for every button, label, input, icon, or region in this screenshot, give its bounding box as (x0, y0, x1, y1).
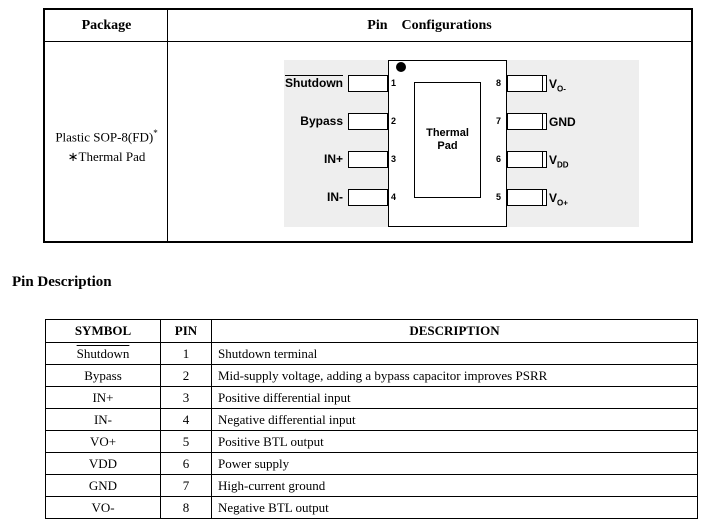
thermal-pad: Thermal Pad (414, 82, 481, 198)
pin-label-gnd: GND (549, 115, 576, 129)
row-description: Positive BTL output (211, 430, 698, 453)
pin-number-8: 8 (496, 78, 502, 88)
pin-number-4: 4 (391, 192, 397, 202)
pin1-marker (396, 62, 406, 72)
row-pin: 7 (160, 474, 212, 497)
row-symbol: VO+ (45, 430, 161, 453)
row-description: Negative differential input (211, 408, 698, 431)
row-description: Negative BTL output (211, 496, 698, 519)
package-mark: * (153, 128, 158, 138)
pin-config-header: Pin Configurations (367, 18, 492, 33)
lead-pin-5 (507, 189, 547, 206)
pin-label-bracket (542, 113, 546, 130)
row-pin: 8 (160, 496, 212, 519)
row-symbol: Shutdown (45, 342, 161, 365)
row-pin: 3 (160, 386, 212, 409)
pin-description-table: SYMBOL PIN DESCRIPTION Shutdown 1 Shutdo… (45, 319, 698, 519)
header-divider (45, 41, 691, 42)
lead-pin-2 (348, 113, 388, 130)
pin-label-bypass: Bypass (300, 114, 343, 128)
table-row: IN- 4 Negative differential input (45, 408, 698, 431)
row-description: Shutdown terminal (211, 342, 698, 365)
lead-pin-3 (348, 151, 388, 168)
row-description: Mid-supply voltage, adding a bypass capa… (211, 364, 698, 387)
lead-pin-1 (348, 75, 388, 92)
row-symbol: VDD (45, 452, 161, 475)
lead-pin-8 (507, 75, 547, 92)
table-row: Bypass 2 Mid-supply voltage, adding a by… (45, 364, 698, 387)
row-pin: 1 (160, 342, 212, 365)
table-header-row: SYMBOL PIN DESCRIPTION (45, 319, 698, 343)
row-pin: 5 (160, 430, 212, 453)
lead-pin-6 (507, 151, 547, 168)
row-symbol: IN- (45, 408, 161, 431)
pin-label-in-plus: IN+ (323, 152, 343, 166)
row-pin: 4 (160, 408, 212, 431)
row-description: Positive differential input (211, 386, 698, 409)
section-title: Pin Description (12, 274, 112, 290)
row-symbol: GND (45, 474, 161, 497)
header-description: DESCRIPTION (211, 319, 698, 343)
row-pin: 6 (160, 452, 212, 475)
row-symbol: VO- (45, 496, 161, 519)
header-symbol: SYMBOL (45, 319, 161, 343)
thermal-pad-label-1: Thermal (426, 127, 469, 139)
table-row: IN+ 3 Positive differential input (45, 386, 698, 409)
pin-label-shutdown: Shutdown (285, 76, 343, 90)
row-description: Power supply (211, 452, 698, 475)
table-row: VO- 8 Negative BTL output (45, 496, 698, 519)
package-header: Package (81, 18, 132, 33)
table-row: VDD 6 Power supply (45, 452, 698, 475)
pin-label-bracket (542, 75, 546, 92)
lead-pin-4 (348, 189, 388, 206)
table-row: Shutdown 1 Shutdown terminal (45, 342, 698, 365)
header-pin: PIN (160, 319, 212, 343)
pin-label-bracket (542, 151, 546, 168)
pin-label-vdd: VDD (549, 153, 569, 170)
row-description: High-current ground (211, 474, 698, 497)
pin-number-2: 2 (391, 116, 397, 126)
pin-number-1: 1 (391, 78, 397, 88)
pin-number-6: 6 (496, 154, 502, 164)
row-symbol: IN+ (45, 386, 161, 409)
package-name: Plastic SOP-8(FD) (55, 129, 154, 145)
pin-number-3: 3 (391, 154, 397, 164)
pin-label-vo-plus: VO+ (549, 191, 568, 208)
pin-number-7: 7 (496, 116, 502, 126)
lead-pin-7 (507, 113, 547, 130)
package-name-cell: Plastic SOP-8(FD)* ∗Thermal Pad (45, 123, 168, 167)
thermal-pad-label-2: Pad (437, 140, 458, 152)
table-row: GND 7 High-current ground (45, 474, 698, 497)
table-row: VO+ 5 Positive BTL output (45, 430, 698, 453)
column-divider (167, 10, 168, 241)
pin-label-vo-minus: VO- (549, 77, 566, 94)
package-table: Package Pin Configurations Plastic SOP-8… (43, 8, 693, 243)
package-note: ∗Thermal Pad (67, 149, 146, 165)
pin-label-bracket (542, 189, 546, 206)
row-pin: 2 (160, 364, 212, 387)
row-symbol: Bypass (45, 364, 161, 387)
pin-number-5: 5 (496, 192, 502, 202)
pin-label-in-minus: IN- (327, 190, 343, 204)
